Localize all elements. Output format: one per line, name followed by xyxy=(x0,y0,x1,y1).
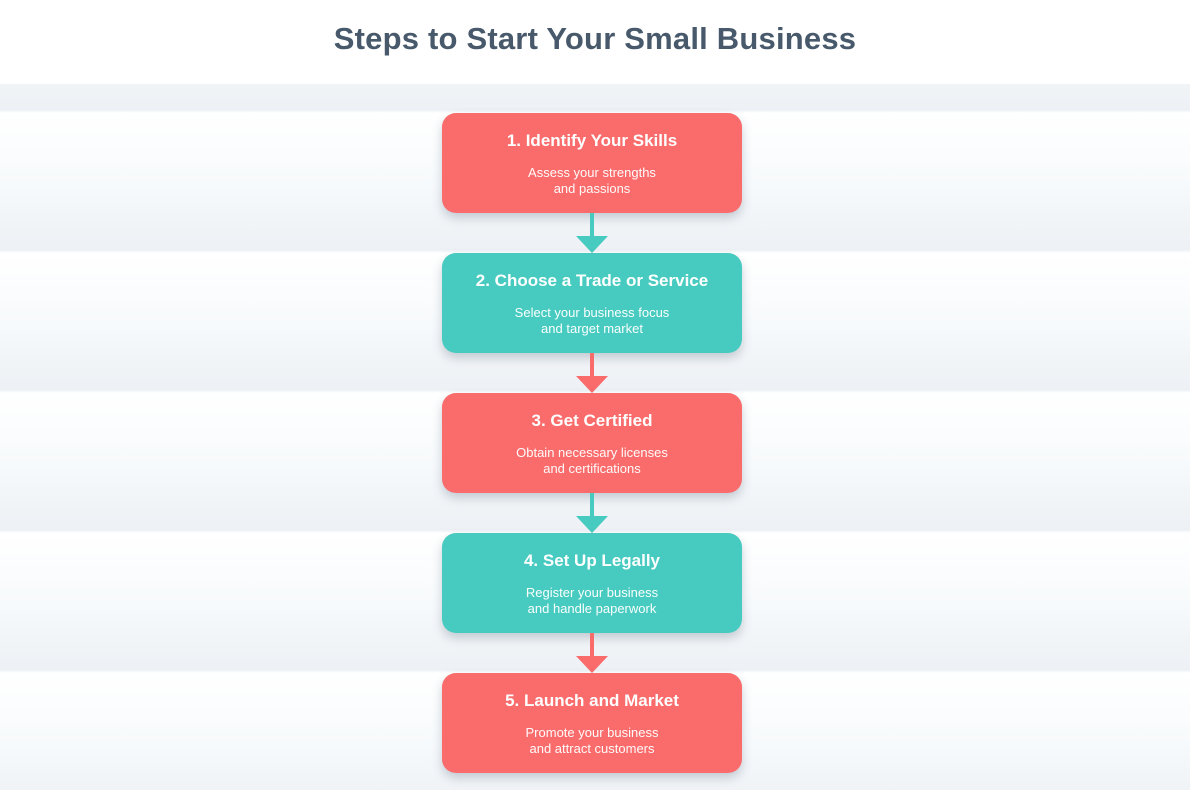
step-subtitle-line1: Promote your business xyxy=(525,725,659,740)
step-box-1: 1. Identify Your Skills Assess your stre… xyxy=(442,113,742,213)
step-title: 5. Launch and Market xyxy=(505,691,679,710)
step-subtitle: Select your business focus and target ma… xyxy=(442,305,742,337)
down-arrow-icon xyxy=(576,353,608,393)
step-subtitle-line1: Assess your strengths xyxy=(528,165,656,180)
arrow-head xyxy=(576,376,608,393)
step-subtitle: Promote your business and attract custom… xyxy=(442,725,742,757)
page-title: Steps to Start Your Small Business xyxy=(333,21,857,56)
step-subtitle: Obtain necessary licenses and certificat… xyxy=(442,445,742,477)
step-title: 4. Set Up Legally xyxy=(523,551,661,570)
arrow-head xyxy=(576,516,608,533)
step-subtitle: Assess your strengths and passions xyxy=(442,165,742,197)
down-arrow-icon xyxy=(576,493,608,533)
arrow-stem xyxy=(590,213,594,236)
step-subtitle-line2: and certifications xyxy=(543,461,641,476)
arrow-stem xyxy=(590,353,594,376)
step-box-4: 4. Set Up Legally Register your business… xyxy=(442,533,742,633)
arrow-head xyxy=(576,236,608,253)
flowchart-canvas: 1. Identify Your Skills Assess your stre… xyxy=(0,84,1190,790)
step-subtitle-line2: and attract customers xyxy=(529,741,655,756)
step-subtitle-line2: and handle paperwork xyxy=(527,601,657,616)
step-title: 3. Get Certified xyxy=(531,411,653,430)
arrow-stem xyxy=(590,493,594,516)
step-subtitle-line2: and target market xyxy=(541,321,643,336)
step-subtitle: Register your business and handle paperw… xyxy=(442,585,742,617)
step-subtitle-line1: Obtain necessary licenses xyxy=(516,445,668,460)
arrow-stem xyxy=(590,633,594,656)
step-subtitle-line1: Register your business xyxy=(525,585,659,600)
step-box-3: 3. Get Certified Obtain necessary licens… xyxy=(442,393,742,493)
arrow-head xyxy=(576,656,608,673)
step-subtitle-line1: Select your business focus xyxy=(514,305,670,320)
down-arrow-icon xyxy=(576,213,608,253)
step-subtitle-line2: and passions xyxy=(553,181,631,196)
step-title: 1. Identify Your Skills xyxy=(506,131,678,150)
step-title: 2. Choose a Trade or Service xyxy=(475,271,709,290)
header: Steps to Start Your Small Business xyxy=(0,0,1190,84)
step-box-5: 5. Launch and Market Promote your busine… xyxy=(442,673,742,773)
step-box-2: 2. Choose a Trade or Service Select your… xyxy=(442,253,742,353)
down-arrow-icon xyxy=(576,633,608,673)
